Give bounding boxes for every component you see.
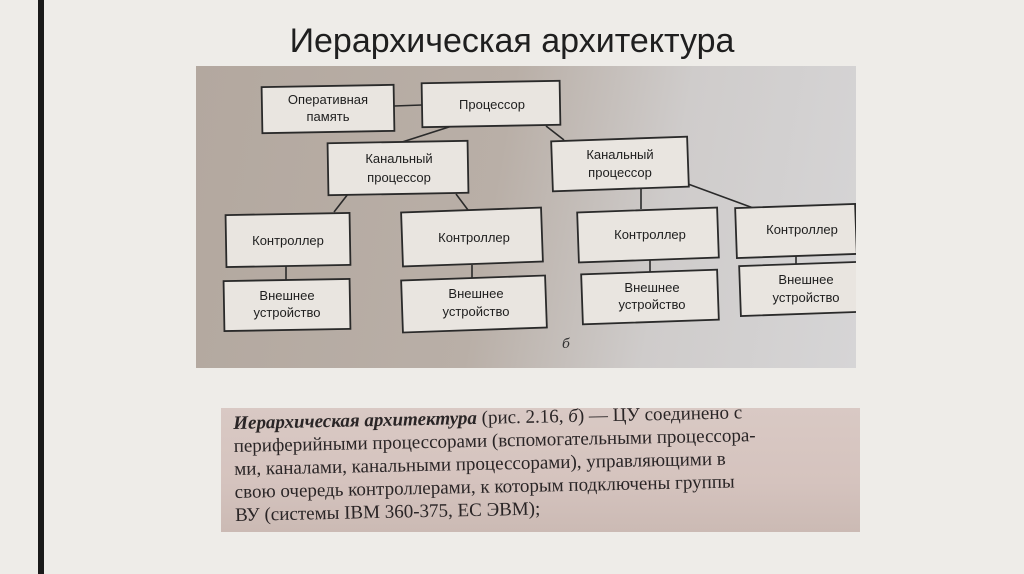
node-dev2-line2: устройство (443, 304, 510, 319)
node-dev4-line2: устройство (773, 290, 840, 305)
node-controller-1: Контроллер (224, 212, 352, 268)
figure-reference: (рис. 2.16, (476, 408, 569, 429)
edge-cpu-ch2 (545, 125, 565, 141)
edge-ch1-ctl1 (333, 193, 349, 213)
node-ram-line1: Оперативная (288, 92, 368, 107)
node-controller-4: Контроллер (734, 202, 856, 260)
node-dev3-line1: Внешнее (624, 280, 679, 295)
node-ch2-line2: процессор (588, 165, 652, 180)
node-ch1-line1: Канальный (365, 151, 432, 166)
node-channel-processor-2: Канальный процессор (550, 135, 690, 193)
node-ctl3-line1: Контроллер (614, 227, 686, 242)
node-device-3: Внешнее устройство (580, 268, 720, 326)
node-dev1-line1: Внешнее (259, 288, 314, 303)
node-ctl2-line1: Контроллер (438, 230, 510, 245)
figure-letter: б (568, 408, 579, 427)
node-ram-line2: память (307, 109, 350, 124)
description-text: Иерархическая архитектура (рис. 2.16, б)… (233, 408, 860, 527)
node-channel-processor-1: Канальный процессор (326, 139, 470, 197)
node-cpu-line1: Процессор (459, 97, 525, 112)
node-controller-2: Контроллер (400, 206, 544, 268)
node-dev2-line1: Внешнее (448, 286, 503, 301)
figure-caption: б (562, 337, 570, 352)
node-dev1-line2: устройство (254, 305, 321, 320)
hierarchy-diagram: Оперативная память Процессор Канальный п… (222, 79, 856, 352)
node-ram: Оперативная память (260, 83, 396, 135)
slide-left-bar (38, 0, 44, 574)
node-ch1-line2: процессор (367, 170, 431, 185)
edge-ch1-ctl2 (455, 193, 469, 211)
node-controller-3: Контроллер (576, 206, 720, 264)
description-photo: Иерархическая архитектура (рис. 2.16, б)… (221, 408, 860, 532)
diagram-photo: Оперативная память Процессор Канальный п… (196, 66, 856, 368)
node-device-1: Внешнее устройство (222, 277, 352, 333)
node-ctl1-line1: Контроллер (252, 233, 324, 248)
node-dev4-line1: Внешнее (778, 272, 833, 287)
node-dev3-line2: устройство (619, 297, 686, 312)
node-cpu: Процессор (420, 79, 562, 129)
node-device-4: Внешнее устройство (738, 261, 856, 317)
node-ch2-line1: Канальный (586, 147, 653, 162)
slide-title: Иерархическая архитектура (289, 22, 735, 60)
node-device-2: Внешнее устройство (400, 274, 548, 334)
connectors (285, 104, 797, 280)
node-ctl4-line1: Контроллер (766, 222, 838, 237)
edge-ram-cpu (393, 104, 423, 107)
edge-ch2-ctl4 (687, 183, 757, 210)
